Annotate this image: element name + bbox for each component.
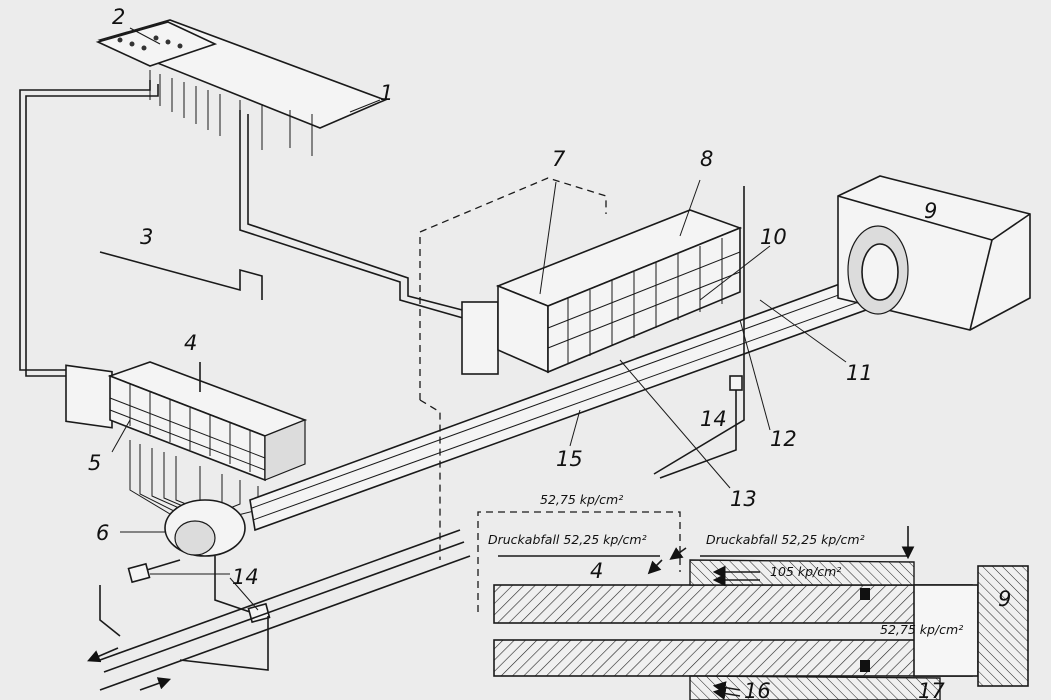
label-17: 17 [918,679,945,700]
callout-leaders [111,27,847,611]
valves-14 [99,375,743,691]
label-7: 7 [552,147,566,171]
label-3: 3 [140,225,153,249]
label-8: 8 [700,147,713,171]
workpiece-block-9 [837,175,1031,331]
label-12: 12 [770,427,797,451]
label-2: 2 [112,5,125,29]
label-10: 10 [760,225,787,249]
punched-card [95,19,388,156]
detail-label-9: 9 [998,587,1011,611]
supply-pressure: 105 kp/cm² [770,564,841,579]
label-14-left: 14 [232,565,259,589]
label-6: 6 [96,521,109,545]
label-1: 1 [380,81,393,105]
label-5: 5 [88,451,101,475]
pressure-drop-right: Druckabfall 52,25 kp/cm² [706,532,865,547]
label-15: 15 [556,447,583,471]
cross-section-detail [477,511,1029,700]
label-14-right: 14 [700,407,727,431]
label-9: 9 [924,199,937,223]
rotary-distributor-6 [129,440,259,613]
logic-block-5 [65,361,308,482]
label-11: 11 [846,361,873,385]
logic-block-7-8 [419,177,745,560]
label-13: 13 [730,487,757,511]
label-4: 4 [184,331,197,355]
control-tubing [19,80,471,377]
chamber-pressure: 52,75 kp/cm² [880,622,963,637]
pressure-drop-left: Druckabfall 52,25 kp/cm² [488,532,647,547]
pressure-top: 52,75 kp/cm² [540,492,623,507]
detail-label-4: 4 [590,559,603,583]
label-16: 16 [744,679,771,700]
